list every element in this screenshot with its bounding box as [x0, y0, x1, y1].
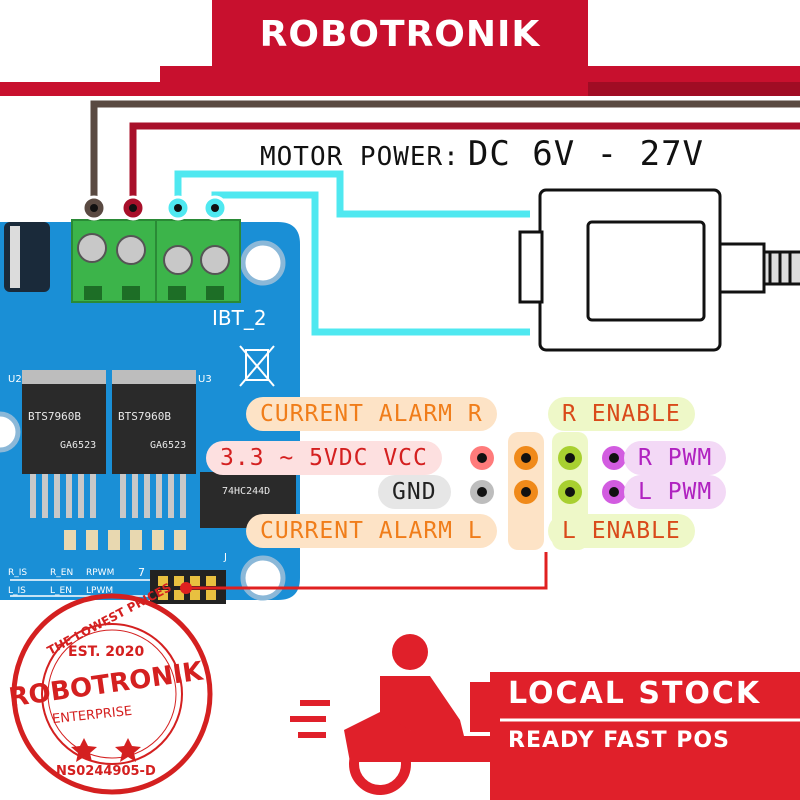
label-r-pwm: R PWM [624, 441, 727, 475]
motor-power-label: MOTOR POWER:DC 6V - 27V [260, 134, 704, 174]
terminal-block [71, 219, 241, 303]
brand-logo-text: ROBOTRONIK [259, 14, 541, 55]
label-l-enable: L ENABLE [548, 514, 695, 548]
label-l-pwm: L PWM [624, 475, 727, 509]
header-label-l-en: L_EN [50, 586, 72, 596]
brown-wire [90, 100, 800, 205]
pin-number: 7 [138, 566, 145, 579]
cyan-wire-1 [174, 170, 530, 218]
chip-code-2: GA6523 [150, 440, 187, 451]
label-current-alarm-l: CURRENT ALARM L [246, 514, 497, 548]
header-label-l-is: L_IS [8, 586, 26, 596]
header-label-lpwm: LPWM [86, 586, 114, 596]
label-r-enable: R ENABLE [548, 397, 695, 431]
ref-u3: U3 [198, 374, 212, 385]
ref-u2: U2 [8, 374, 22, 385]
motor-power-title: MOTOR POWER: [260, 142, 460, 172]
stock-line-2: READY FAST POS [508, 728, 730, 753]
stock-banner-text: LOCAL STOCK READY FAST POS [490, 670, 800, 800]
h-bridge-chips [22, 370, 296, 528]
stock-line-1: LOCAL STOCK [508, 676, 762, 711]
header-label-r-is: R_IS [8, 568, 28, 578]
seal-stamp [11, 593, 213, 795]
brand-banner [160, 0, 800, 96]
driver-chip-label: 74HC244D [222, 486, 271, 497]
header-label-rpwm: RPWM [86, 568, 115, 578]
red-wire [129, 122, 800, 205]
pointer-line [186, 552, 548, 590]
chip-code-1: GA6523 [60, 440, 97, 451]
seal-est: EST. 2020 [68, 644, 145, 660]
chip-label-1: BTS7960B [28, 410, 81, 423]
motor-power-voltage: DC 6V - 27V [467, 134, 705, 174]
motor [518, 188, 800, 352]
ref-j: J [224, 552, 227, 563]
chip-label-2: BTS7960B [118, 410, 171, 423]
header-label-r-en: R_EN [50, 568, 74, 578]
board-name: IBT_2 [212, 306, 267, 330]
label-vcc: 3.3 ~ 5VDC VCC [206, 441, 442, 475]
stock-banner [490, 672, 800, 800]
seal-reg: NS0244905-D [56, 764, 156, 779]
label-gnd: GND [378, 475, 451, 509]
label-current-alarm-r: CURRENT ALARM R [246, 397, 497, 431]
